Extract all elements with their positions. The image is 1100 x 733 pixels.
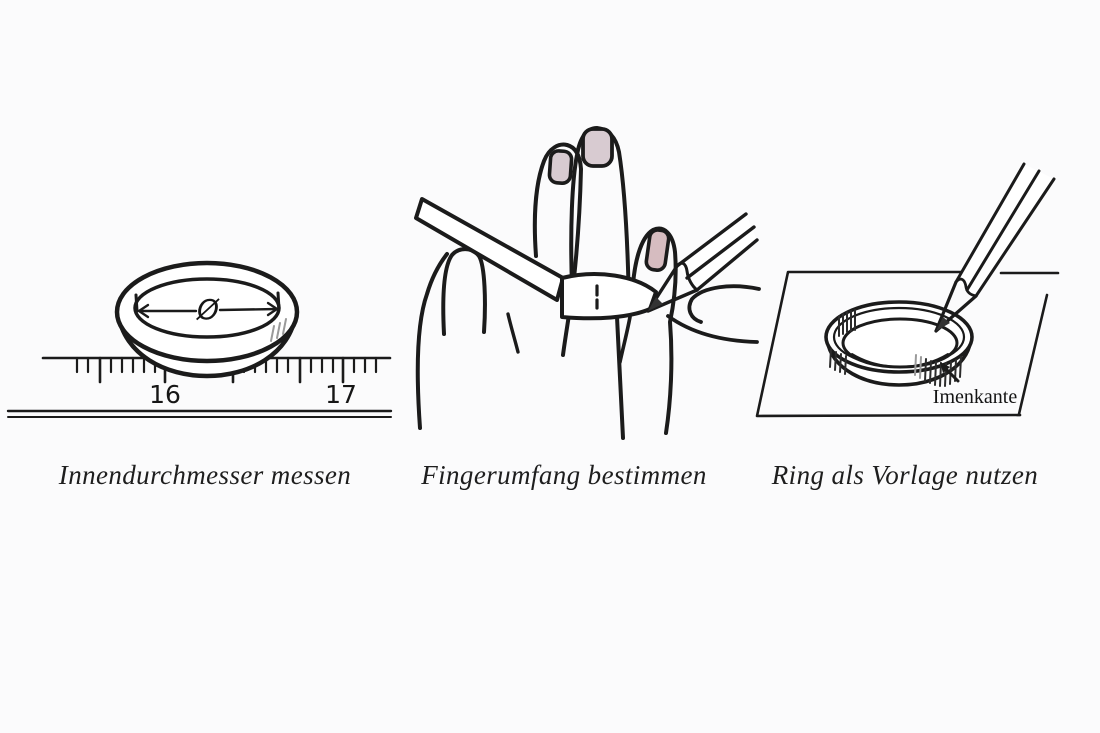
paper-strip-band: [560, 272, 658, 321]
pencil-illustration-left: [646, 212, 759, 313]
pencil-graphite-tip: [648, 297, 663, 311]
diameter-symbol: Ø: [196, 293, 220, 326]
pencil-collar: [954, 277, 978, 298]
ring-hatch-gray: [914, 354, 922, 379]
pencil-shaft-edges: [675, 212, 759, 292]
index-finger-left-edge: [532, 142, 569, 258]
paper-sheet: [755, 270, 1060, 418]
hand-illustration: [415, 126, 678, 440]
thumb-outline: [441, 247, 487, 336]
pencil-shaft-edges: [954, 162, 1056, 298]
inner-edge-annotation: Imenkante: [933, 362, 1018, 408]
ring-shading-hatch: [270, 318, 287, 342]
middle-fingernail: [581, 127, 614, 168]
paper-strip: [414, 197, 658, 321]
index-fingernail: [547, 149, 574, 185]
wrist-left-edge: [415, 252, 449, 430]
caption-ring-template: Ring als Vorlage nutzen: [771, 460, 1039, 490]
pencil-illustration-right: [934, 162, 1056, 333]
diameter-arrow: [137, 301, 279, 319]
ring-hatch-left-side: [829, 348, 847, 375]
ring-inner-wall-edges: [134, 291, 281, 313]
ring-fingernail: [644, 228, 671, 272]
holding-thumb-curve: [687, 284, 761, 324]
holding-hand: [666, 284, 761, 344]
template-ring-inner-wall: [851, 353, 949, 368]
caption-finger-circumference: Fingerumfang bestimmen: [421, 460, 707, 490]
palm-line-long: [615, 315, 625, 440]
template-ring: [824, 300, 974, 387]
ring-band-side-edge: [115, 310, 299, 379]
ring-finger-outline: [630, 226, 678, 435]
annotation-label: Imenkante: [933, 386, 1018, 408]
thumb-index-crease: [506, 312, 520, 354]
panel-inner-diameter: 16 17 Ø: [6, 260, 393, 418]
paper-strip-diagonal: [414, 197, 565, 302]
annotation-arrowhead: [940, 362, 950, 373]
ruler-label-16: 16: [149, 380, 181, 409]
ring-illustration: Ø: [114, 260, 300, 379]
finger-gap-line: [618, 315, 632, 364]
panel-ring-template: Imenkante: [755, 162, 1060, 418]
pencil-graphite-tip: [936, 317, 950, 331]
caption-inner-diameter: Innendurchmesser messen: [58, 460, 352, 490]
ring-hatch-left-top: [838, 309, 856, 337]
panel-finger-circumference: [414, 126, 761, 440]
ruler-label-17: 17: [325, 380, 357, 409]
pencil-collar: [675, 261, 699, 292]
holding-finger-curve: [666, 314, 759, 344]
